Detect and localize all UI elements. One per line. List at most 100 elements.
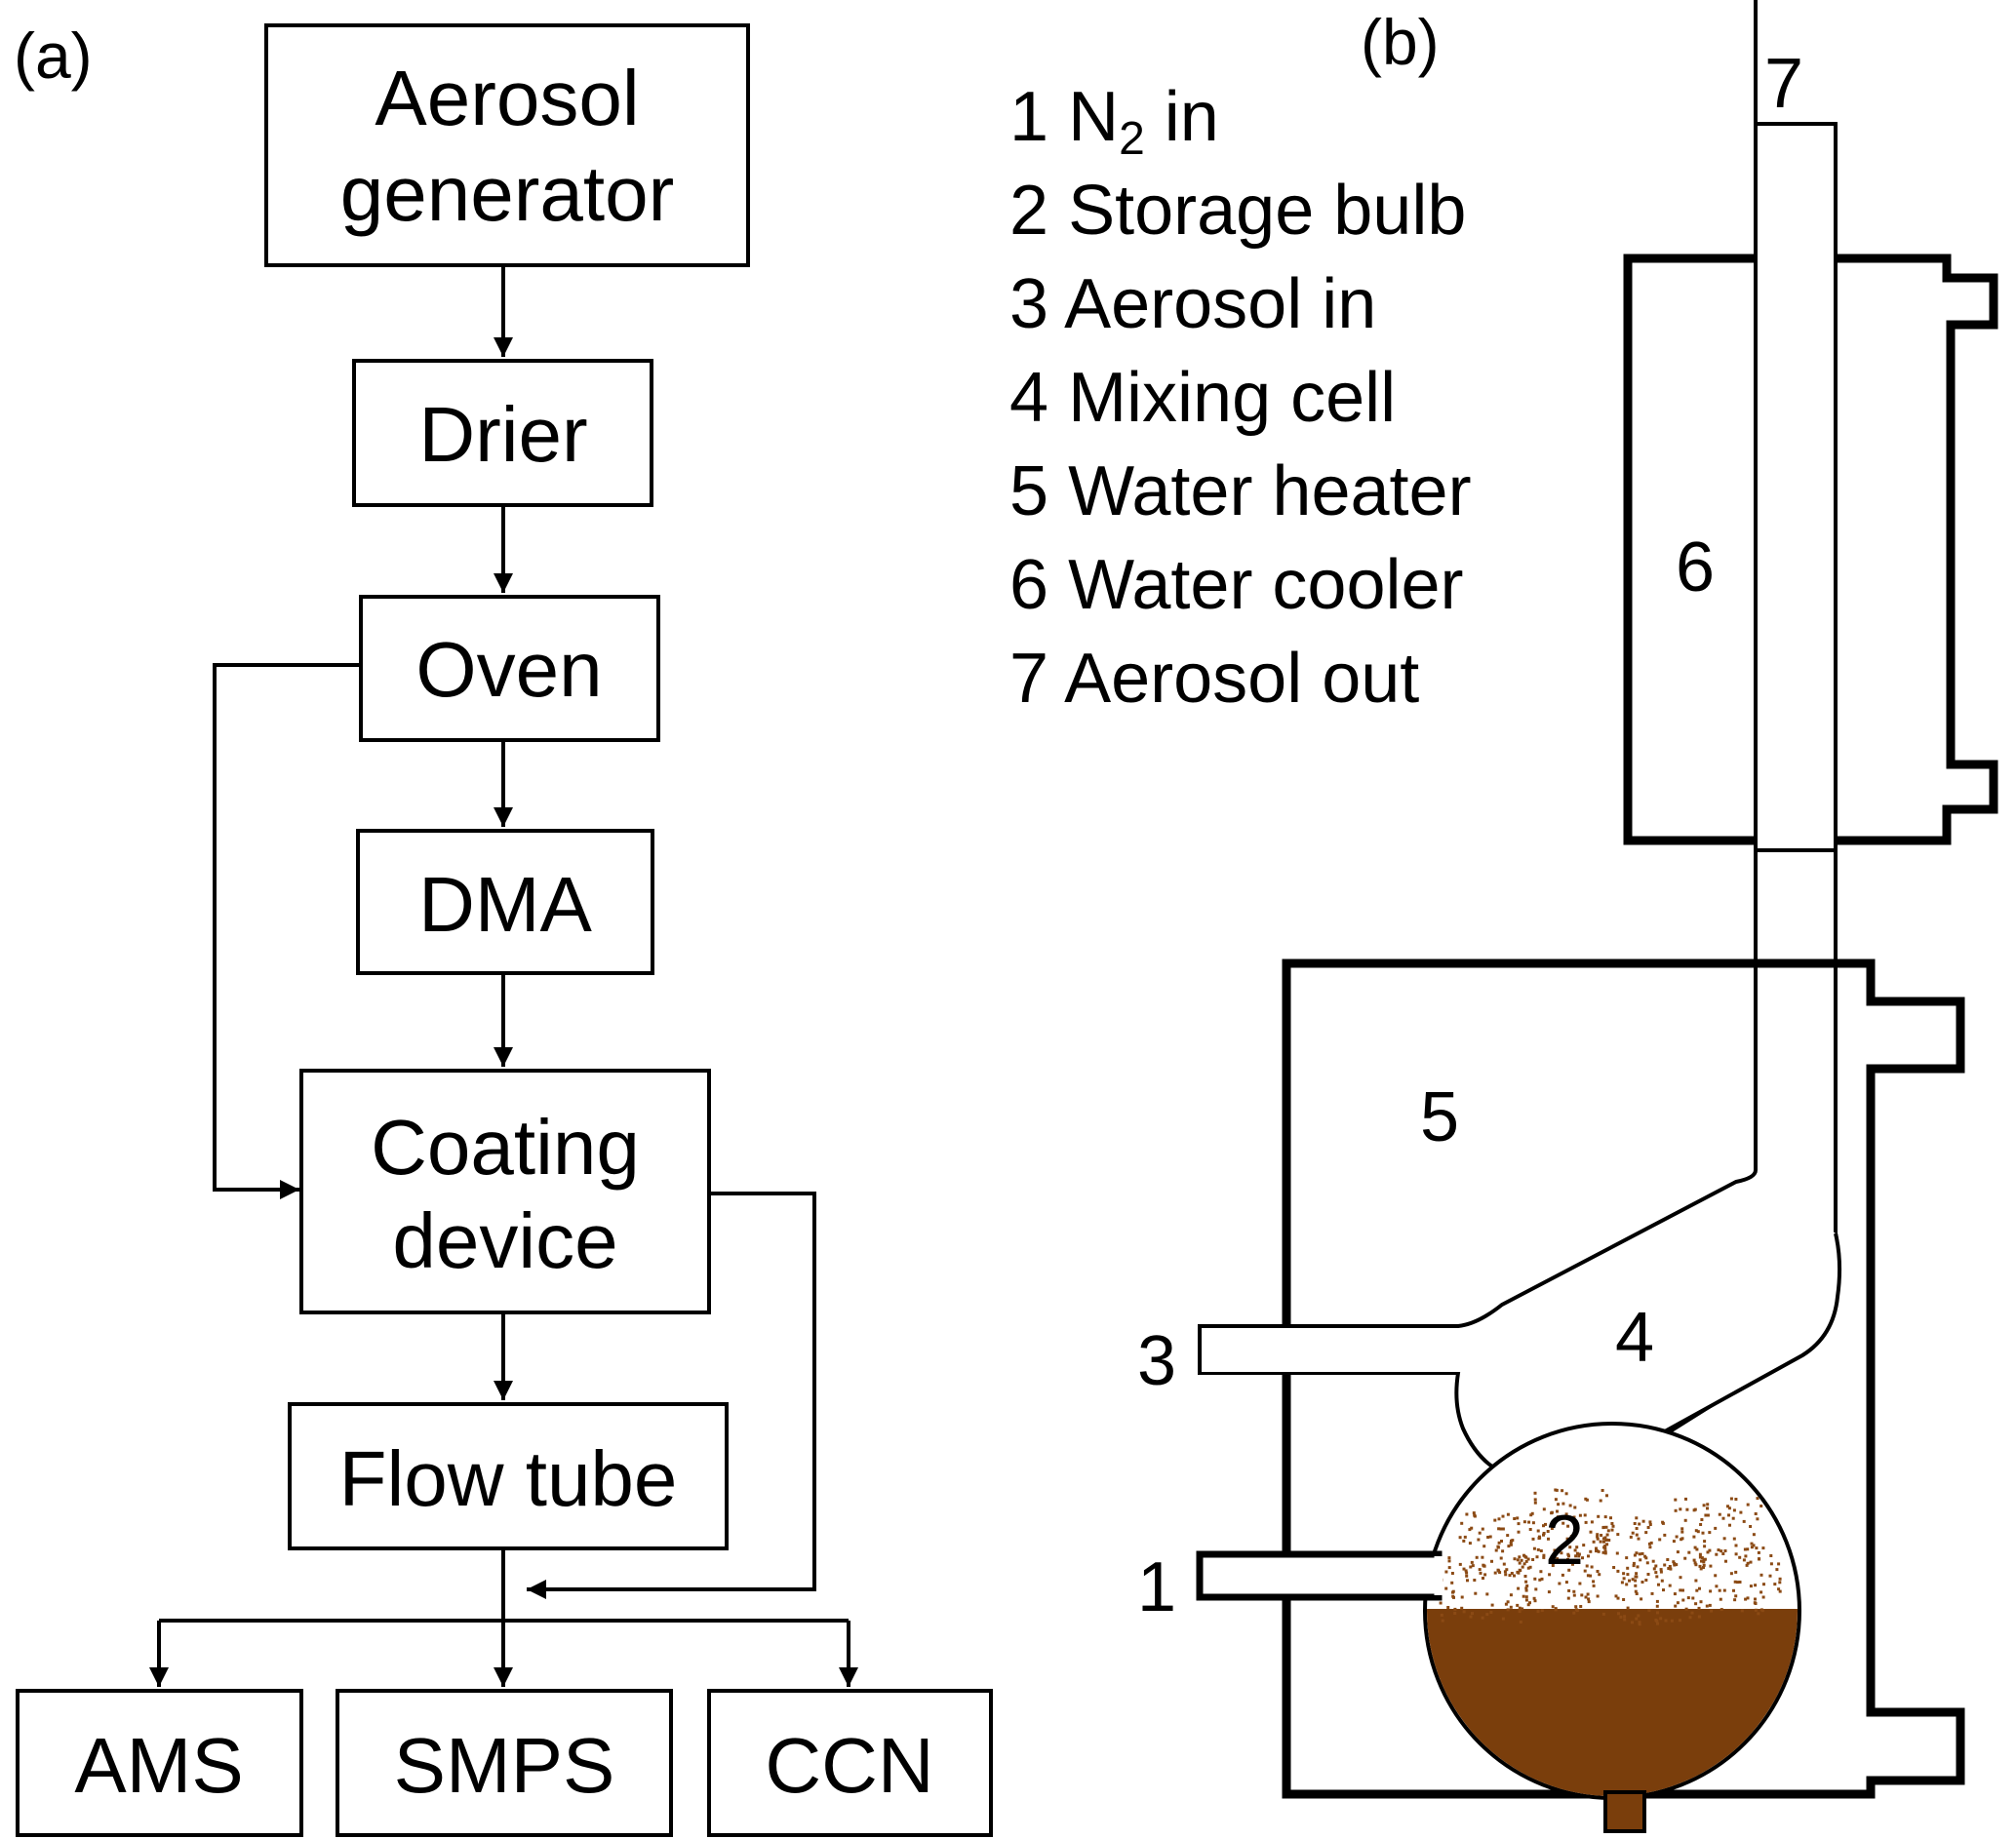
- particle-dot: [1724, 1559, 1727, 1563]
- particle-dot: [1590, 1565, 1594, 1569]
- particle-dot: [1659, 1568, 1663, 1572]
- particle-dot: [1697, 1615, 1701, 1619]
- particle-dot: [1663, 1563, 1667, 1567]
- particle-dot: [1754, 1597, 1757, 1601]
- particle-dot: [1634, 1579, 1638, 1583]
- particle-dot: [1633, 1553, 1637, 1557]
- component-legend: 1 N2 in 2 Storage bulb 3 Aerosol in 4 Mi…: [1009, 78, 1472, 718]
- particle-dot: [1669, 1567, 1673, 1571]
- particle-dot: [1639, 1558, 1642, 1562]
- drier-box: Drier: [352, 359, 653, 507]
- particle-dot: [1699, 1523, 1703, 1526]
- particle-dot: [1672, 1560, 1676, 1564]
- particle-dot: [1647, 1542, 1651, 1546]
- particle-dot: [1755, 1546, 1759, 1550]
- particle-dot: [1643, 1554, 1647, 1558]
- particle-dot: [1528, 1565, 1532, 1569]
- particle-dot: [1609, 1516, 1612, 1520]
- particle-dot: [1572, 1611, 1576, 1615]
- particle-dot: [1702, 1566, 1705, 1569]
- particle-dot: [1520, 1558, 1523, 1562]
- particle-dot: [1602, 1540, 1605, 1544]
- particle-dot: [1497, 1569, 1501, 1573]
- particle-dot: [1536, 1547, 1540, 1551]
- particle-dot: [1592, 1584, 1596, 1587]
- particle-dot: [1773, 1583, 1777, 1586]
- particle-dot: [1589, 1530, 1593, 1534]
- particle-dot: [1575, 1551, 1579, 1555]
- particle-dot: [1477, 1538, 1481, 1542]
- particle-dot: [1471, 1564, 1475, 1568]
- particle-dot: [1649, 1541, 1653, 1545]
- particle-dot: [1756, 1517, 1759, 1521]
- particle-dot: [1714, 1526, 1718, 1530]
- particle-dot: [1533, 1577, 1537, 1581]
- particle-dot: [1494, 1548, 1498, 1552]
- particle-dot: [1497, 1527, 1501, 1531]
- particle-dot: [1635, 1551, 1639, 1555]
- particle-dot: [1761, 1546, 1765, 1550]
- particle-dot: [1597, 1514, 1601, 1518]
- particle-dot: [1633, 1522, 1637, 1525]
- panel-a-label: (a): [14, 20, 93, 92]
- particle-dot: [1657, 1583, 1660, 1586]
- particle-dot: [1698, 1564, 1702, 1568]
- particle-dot: [1470, 1560, 1474, 1564]
- particle-dot: [1522, 1520, 1526, 1524]
- particle-dot: [1513, 1574, 1516, 1578]
- particle-dot: [1521, 1565, 1524, 1569]
- particle-dot: [1540, 1577, 1544, 1581]
- particle-dot: [1614, 1594, 1618, 1598]
- oven-box: Oven: [359, 595, 660, 742]
- particle-dot: [1708, 1548, 1712, 1552]
- particle-dot: [1626, 1566, 1630, 1570]
- smps-box: SMPS: [336, 1689, 673, 1837]
- particle-dot: [1700, 1556, 1704, 1560]
- particle-dot: [1752, 1533, 1756, 1537]
- legend-item-5: 5 Water heater: [1009, 452, 1472, 530]
- particle-dot: [1473, 1513, 1477, 1517]
- particle-dot: [1579, 1605, 1583, 1608]
- particle-dot: [1632, 1564, 1636, 1568]
- particle-dot: [1746, 1503, 1750, 1506]
- legend-item-6: 6 Water cooler: [1009, 546, 1464, 624]
- particle-dot: [1596, 1535, 1600, 1539]
- particle-dot: [1468, 1542, 1472, 1546]
- particle-dot: [1502, 1562, 1506, 1566]
- particle-dot: [1551, 1605, 1555, 1609]
- particle-dot: [1507, 1545, 1511, 1548]
- particle-dot: [1778, 1589, 1782, 1593]
- particle-dot: [1769, 1554, 1773, 1557]
- particle-dot: [1542, 1524, 1545, 1528]
- particle-dot: [1490, 1603, 1494, 1607]
- particle-dot: [1635, 1527, 1639, 1530]
- particle-dot: [1526, 1557, 1530, 1561]
- particle-dot: [1634, 1584, 1638, 1587]
- particle-dot: [1625, 1556, 1629, 1560]
- particle-dot: [1518, 1568, 1522, 1572]
- panel-a: (a) Aerosol generator Drier Oven DMA: [14, 20, 993, 1837]
- particle-dot: [1532, 1546, 1536, 1550]
- particle-dot: [1778, 1581, 1782, 1585]
- particle-dot: [1644, 1531, 1648, 1535]
- particle-dot: [1699, 1567, 1703, 1571]
- particle-dot: [1460, 1606, 1464, 1610]
- particle-dot: [1522, 1594, 1525, 1598]
- particle-dot: [1465, 1574, 1469, 1578]
- particle-dot: [1518, 1555, 1522, 1559]
- particle-dot: [1640, 1597, 1643, 1601]
- particle-dot: [1547, 1590, 1551, 1594]
- particle-dot: [1510, 1572, 1514, 1575]
- particle-dot: [1601, 1537, 1605, 1541]
- particle-dot: [1596, 1537, 1600, 1541]
- particle-dot: [1485, 1613, 1489, 1617]
- particle-dot: [1646, 1573, 1650, 1576]
- particle-dot: [1567, 1568, 1571, 1572]
- particle-dot: [1509, 1543, 1513, 1546]
- particle-dot: [1700, 1559, 1703, 1563]
- particle-dot: [1762, 1583, 1765, 1586]
- particle-dot: [1472, 1511, 1476, 1515]
- particle-dot: [1640, 1551, 1644, 1555]
- particle-dot: [1566, 1557, 1569, 1561]
- particle-dot: [1650, 1591, 1654, 1595]
